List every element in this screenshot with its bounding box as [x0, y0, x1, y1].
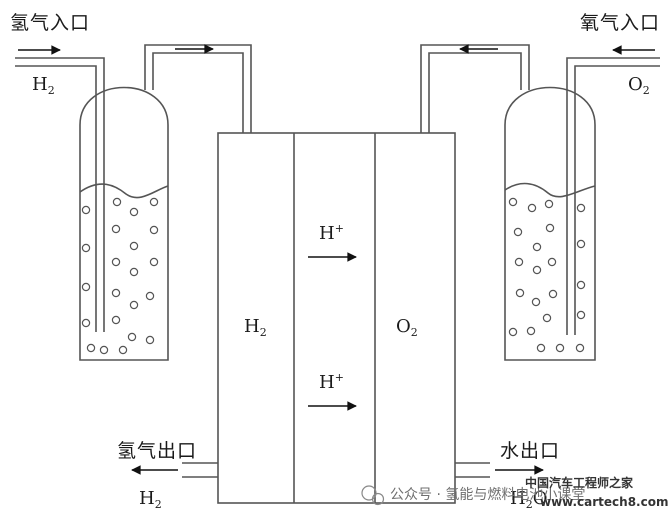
cathode-oxygen-formula: O2 [396, 316, 418, 339]
hydrogen-inlet-formula: H2 [32, 74, 55, 97]
oxygen-inlet-label: 氧气入口 [580, 12, 661, 34]
watermark-site-title: 中国汽车工程师之家 [525, 476, 634, 490]
anode-hydrogen-formula: H2 [244, 316, 267, 339]
formula-symbol: H [510, 488, 526, 509]
watermark-site-url: www.cartech8.com [540, 495, 669, 509]
right-outlet-tube-outer [420, 44, 530, 133]
water-outlet-formula: H2O [510, 488, 547, 511]
oxygen-inlet-formula: O2 [628, 74, 650, 97]
formula-symbol: H [244, 316, 260, 337]
proton-label-lower: H+ [319, 371, 344, 393]
hydrogen-outlet-formula: H2 [139, 488, 162, 511]
formula-subscript: 2 [410, 326, 418, 339]
left-outlet-tube-inner [152, 52, 244, 133]
proton-label-upper: H+ [319, 222, 344, 244]
proton-symbol: H [319, 372, 335, 393]
hydrogen-outlet-label: 氢气出口 [117, 440, 198, 462]
right-water-surface [504, 182, 596, 198]
proton-charge: + [334, 222, 344, 235]
formula-subscript: 2 [47, 84, 55, 97]
right-inlet-tube-outer [566, 57, 660, 335]
formula-symbol: H [32, 74, 48, 95]
wechat-icon [361, 485, 385, 506]
formula-subscript: 2 [525, 498, 533, 511]
watermark-account: 公众号 · 氢能与燃料电池小课堂 [390, 487, 586, 503]
right-outlet-tube-inner [428, 52, 522, 133]
formula-subscript: 2 [154, 498, 162, 511]
right-inlet-tube-inner [574, 65, 660, 335]
left-water-surface [79, 183, 169, 199]
left-inlet-tube-inner [15, 65, 97, 332]
right-bubbles [508, 197, 586, 353]
fuel-cell-body [217, 132, 456, 504]
formula-symbol: H [139, 488, 155, 509]
hydrogen-inlet-label: 氢气入口 [10, 12, 91, 34]
proton-symbol: H [319, 223, 335, 244]
formula-subscript: 2 [642, 84, 650, 97]
formula-subscript: 2 [259, 326, 267, 339]
formula-symbol: O [628, 74, 643, 95]
right-humidifier-bottle [504, 86, 596, 361]
left-humidifier-bottle [79, 86, 169, 361]
formula-symbol: O [532, 488, 548, 509]
left-bubbles [81, 197, 159, 355]
proton-charge: + [334, 371, 344, 384]
left-outlet-tube-outer [144, 44, 252, 133]
formula-symbol: O [396, 316, 411, 337]
water-outlet-label: 水出口 [500, 440, 561, 462]
left-inlet-tube-outer [15, 57, 105, 332]
